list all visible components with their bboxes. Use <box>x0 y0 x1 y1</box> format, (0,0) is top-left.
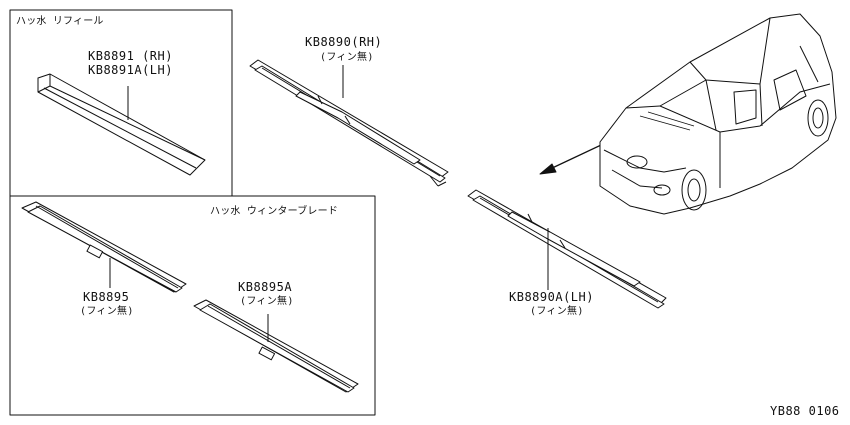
winter-left-note: (フィン無) <box>80 306 134 317</box>
winter-blade-kb8895a <box>193 299 359 393</box>
refill-strip <box>37 73 206 176</box>
blade-rh-note: (フィン無) <box>320 52 374 63</box>
figure-code: YB88 0106 <box>770 404 840 418</box>
blade-lh-part: KB8890A(LH) <box>509 290 594 304</box>
blade-rh-part: KB8890(RH) <box>305 35 383 49</box>
winter-right-part: KB8895A <box>238 280 293 294</box>
winter-left-part: KB8895 <box>83 290 130 304</box>
blade-lh-note: (フィン無) <box>530 306 584 317</box>
winter-right-note: (フィン無) <box>240 296 294 307</box>
car-illustration <box>599 13 837 215</box>
wiper-blade-rh <box>249 59 449 187</box>
winter-box-border <box>9 195 376 416</box>
refill-part-lh: KB8891A(LH) <box>88 63 173 77</box>
wiper-blade-lh <box>467 189 667 309</box>
winter-blade-kb8895 <box>21 201 187 293</box>
refill-part-rh: KB8891 (RH) <box>88 49 173 63</box>
refill-box-border <box>9 9 233 197</box>
refill-box-title: ハッ水 リフィール <box>16 16 104 27</box>
winter-box-title: ハッ水 ウィンターブレード <box>210 206 339 217</box>
